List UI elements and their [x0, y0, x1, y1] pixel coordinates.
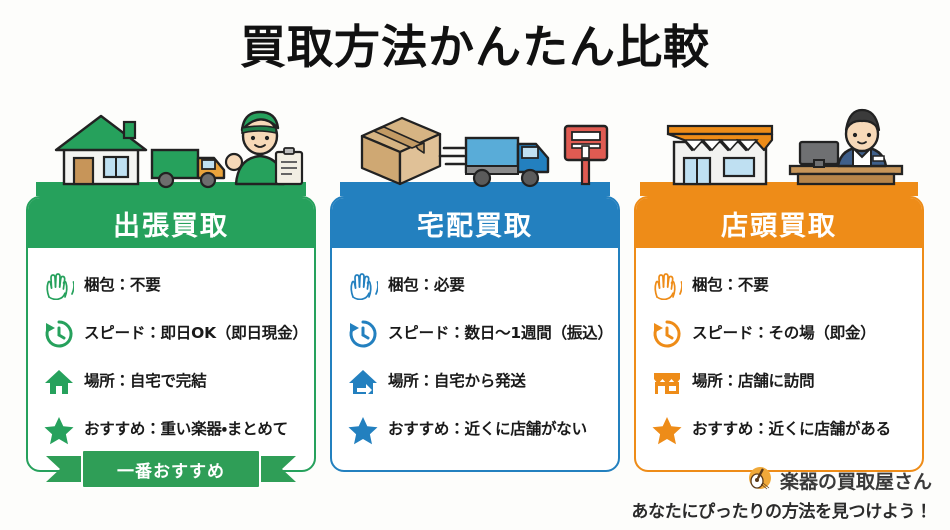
footer-branding: 楽器の買取屋さん あなたにぴったりの方法を見つけよう！ [631, 466, 932, 522]
clock-rewind-icon [40, 319, 78, 349]
home-icon [40, 368, 78, 396]
footer-tagline: あなたにぴったりの方法を見つけよう！ [631, 502, 932, 522]
star-icon [648, 416, 686, 445]
spec-row: 場所：自宅で完結 [40, 358, 304, 406]
star-icon [40, 416, 78, 445]
spec-row: スピード：その場（即金） [648, 310, 912, 358]
spec-text: 梱包：不要 [692, 276, 769, 295]
card-column-visit: 出張買取 [26, 100, 316, 489]
open-hands-icon [648, 272, 686, 300]
spec-text: スピード：数日〜1週間（振込） [388, 324, 613, 343]
comparison-cards: 出張買取 [26, 100, 924, 500]
ribbon-label: 一番おすすめ [117, 461, 225, 482]
spec-row: おすすめ：重い楽器・まとめて [40, 406, 304, 454]
spec-row: 場所：自宅から発送 [344, 358, 608, 406]
brand-name: 楽器の買取屋さん [779, 470, 932, 493]
spec-text: おすすめ：重い楽器・まとめて [84, 420, 288, 439]
house-truck-staff-illustration [26, 100, 316, 196]
spec-row: おすすめ：近くに店舗がある [648, 406, 912, 454]
spec-text: 場所：自宅から発送 [388, 372, 526, 391]
spec-text: 場所：店舗に訪問 [692, 372, 815, 391]
card-instore: 店頭買取 [634, 196, 924, 472]
store-icon [648, 369, 686, 396]
clock-rewind-icon [648, 319, 686, 349]
card-body-visit: 梱包：不要 スピード：即日OK（即日現金） [28, 248, 314, 470]
spec-row: 梱包：不要 [648, 262, 912, 310]
page-title: 買取方法かんたん比較 [240, 20, 710, 74]
brand-line: 楽器の買取屋さん [631, 466, 932, 494]
spec-text: 梱包：不要 [84, 276, 161, 295]
spec-row: スピード：即日OK（即日現金） [40, 310, 308, 358]
spec-text: スピード：即日OK（即日現金） [84, 324, 308, 343]
spec-text: おすすめ：近くに店舗がない [388, 420, 587, 439]
spec-text: スピード：その場（即金） [692, 324, 876, 343]
card-delivery: 宅配買取 [330, 196, 620, 472]
spec-row: 場所：店舗に訪問 [648, 358, 912, 406]
card-body-instore: 梱包：不要 スピード：その場（即金） [636, 248, 922, 470]
card-body-delivery: 梱包：必要 スピード：数日〜1週間（振込） [332, 248, 618, 470]
spec-row: 梱包：必要 [344, 262, 608, 310]
spec-text: おすすめ：近くに店舗がある [692, 420, 891, 439]
card-heading-visit: 出張買取 [28, 198, 314, 248]
box-truck-postbox-illustration [330, 100, 620, 196]
open-hands-icon [344, 272, 382, 300]
spec-text: 梱包：必要 [388, 276, 465, 295]
guitar-logo-icon [747, 466, 773, 494]
spec-row: スピード：数日〜1週間（振込） [344, 310, 613, 358]
spec-row: おすすめ：近くに店舗がない [344, 406, 608, 454]
spec-text: 場所：自宅で完結 [84, 372, 207, 391]
open-hands-icon [40, 272, 78, 300]
card-column-instore: 店頭買取 [634, 100, 924, 472]
card-heading-delivery: 宅配買取 [332, 198, 618, 248]
home-arrow-icon [344, 368, 382, 396]
star-icon [344, 416, 382, 445]
card-heading-instore: 店頭買取 [636, 198, 922, 248]
card-column-delivery: 宅配買取 [330, 100, 620, 472]
clock-rewind-icon [344, 319, 382, 349]
shop-counter-staff-illustration [634, 100, 924, 196]
spec-row: 梱包：不要 [40, 262, 304, 310]
card-visit: 出張買取 [26, 196, 316, 472]
best-recommendation-ribbon: 一番おすすめ [46, 449, 296, 489]
